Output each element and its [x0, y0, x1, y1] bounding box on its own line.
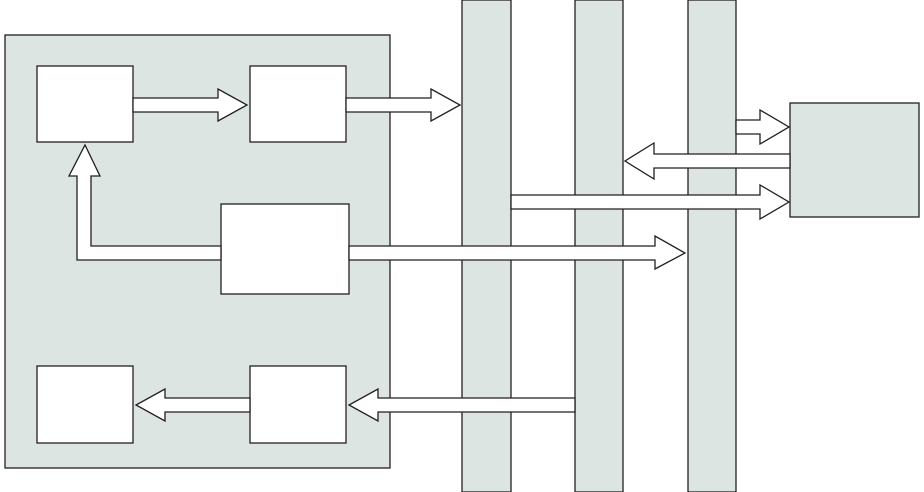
arrow-top-middle-to-bus-1 — [345, 87, 462, 123]
box-bottom-middle — [249, 365, 347, 444]
arrow-center-to-bus-3 — [348, 234, 687, 271]
box-bottom-left — [36, 365, 134, 444]
box-top-left — [36, 65, 134, 143]
arrow-external-to-bus-2 — [623, 141, 791, 181]
arrow-bottom-middle-to-bottom-left — [134, 387, 251, 423]
box-center — [220, 203, 350, 295]
arrow-bus-3-to-external-top — [735, 108, 791, 146]
arrow-center-to-top-left — [67, 143, 222, 261]
external-block — [789, 102, 920, 218]
arrow-bus-2-to-external-bottom — [510, 183, 791, 221]
arrow-top-left-to-top-middle — [132, 87, 249, 123]
box-top-middle — [249, 65, 347, 143]
bus-3 — [687, 0, 737, 492]
arrow-bus-2-to-bottom-middle — [347, 387, 576, 423]
